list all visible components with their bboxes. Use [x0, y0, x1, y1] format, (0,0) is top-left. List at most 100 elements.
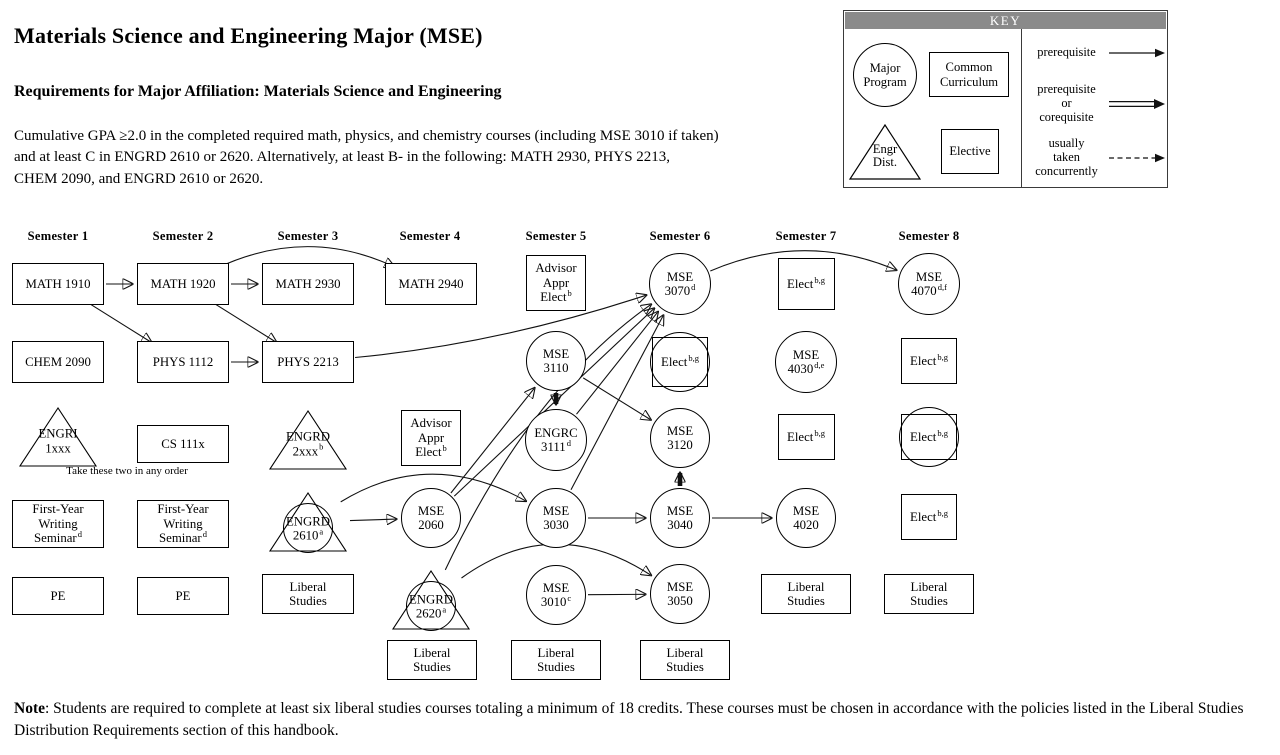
course-chem2090: CHEM 2090: [12, 341, 104, 383]
triangle-shape: [268, 410, 348, 470]
course-label: MATH 2940: [398, 276, 464, 291]
key-engr-dist-shape: Engr Dist.: [847, 123, 923, 181]
key-major-program-shape: Major Program: [853, 43, 917, 107]
note-label: Note: [14, 700, 45, 717]
page-title: Materials Science and Engineering Major …: [14, 23, 483, 48]
course-label: Electb,g: [910, 351, 948, 368]
edge-engrc3111-mse3070: [576, 312, 658, 415]
edge-mse3030-mse3070: [570, 316, 663, 490]
course-elect7a: Electb,g: [777, 258, 835, 310]
key-arrow-label: usually taken concurrently: [1025, 136, 1108, 179]
circle-overlay: [650, 332, 710, 392]
key-shape-label: Elective: [949, 144, 991, 159]
edge-math1920-phys2213: [211, 301, 276, 342]
course-elect8a: Electb,g: [901, 338, 957, 384]
key-legend: KEY Major Program Common Curriculum Engr…: [843, 10, 1168, 188]
course-elect8b: Electb,g: [899, 407, 959, 467]
edge-engrd2610-mse3030: [340, 473, 526, 503]
circle-overlay: [283, 503, 333, 553]
key-shape-label: Common: [945, 60, 993, 75]
key-shape-label-group: Engr Dist.: [847, 142, 923, 171]
semester-header-8: Semester 8: [898, 229, 960, 243]
course-cs111x: CS 111x: [137, 425, 229, 463]
course-label: Electb,g: [787, 274, 825, 291]
edge-mse2060-mse3110: [450, 388, 534, 494]
course-phys1112: PHYS 1112: [137, 341, 229, 383]
key-title: KEY: [845, 12, 1166, 29]
key-arrow-label-line: prerequisite: [1037, 82, 1096, 97]
key-divider: [1021, 29, 1022, 187]
key-arrow-label-line: usually: [1048, 136, 1085, 151]
semester-header-3: Semester 3: [277, 229, 339, 243]
key-arrow-label-line: prerequisite: [1037, 45, 1096, 60]
key-arrow-label: prerequisite or corequisite: [1025, 82, 1108, 125]
course-elect7b: Electb,g: [777, 414, 835, 460]
circle-overlay: [899, 407, 959, 467]
course-phys2213: PHYS 2213: [262, 341, 354, 383]
course-label: Electb,g: [661, 352, 699, 369]
circle-overlay: [406, 581, 456, 631]
course-math2930: MATH 2930: [262, 263, 354, 305]
key-shape-label: Dist.: [872, 155, 898, 170]
course-math2940: MATH 2940: [385, 263, 477, 305]
semester-header-4: Semester 4: [399, 229, 461, 243]
key-shape-label: Major: [869, 60, 901, 75]
key-common-curriculum-shape: Common Curriculum: [929, 52, 1009, 97]
key-shape-label: Curriculum: [939, 74, 999, 89]
course-label: MATH 2930: [275, 276, 341, 291]
triangle-icon: [848, 123, 922, 180]
course-label: Electb,g: [787, 427, 825, 444]
key-arrow-label-line: concurrently: [1035, 163, 1098, 178]
course-label: CHEM 2090: [25, 354, 91, 369]
course-label: PE: [50, 588, 66, 603]
triangle-shape: [18, 407, 98, 467]
requirements-paragraph: Cumulative GPA ≥2.0 in the completed req…: [14, 126, 719, 190]
course-label: Electb,g: [910, 507, 948, 524]
key-arrow-row-concurrent: usually taken concurrently: [1025, 135, 1166, 181]
prerequisite-arrow-icon: [1109, 48, 1165, 58]
key-shape-label: Program: [863, 75, 907, 89]
course-math1910: MATH 1910: [12, 263, 104, 305]
semester-header-7: Semester 7: [775, 229, 837, 243]
concurrent-arrow-icon: [1109, 153, 1165, 163]
course-label: MATH 1910: [25, 276, 91, 291]
